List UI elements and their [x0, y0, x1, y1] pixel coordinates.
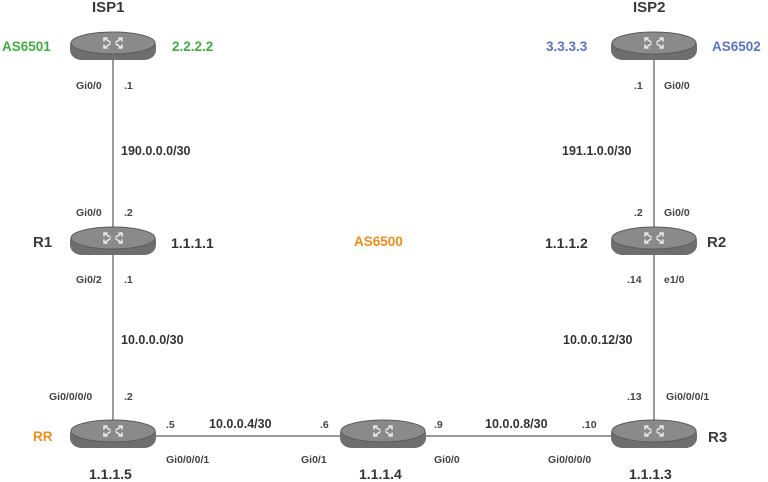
router-isp2-icon[interactable] [610, 31, 698, 61]
rr-top-host-ip: .2 [124, 391, 133, 403]
rr-top-interface: Gi0/0/0/0 [49, 391, 93, 403]
r2-top-interface: Gi0/0 [664, 207, 690, 219]
r4-right-interface: Gi0/0 [434, 454, 460, 466]
link-label-isp1-r1: 190.0.0.0/30 [121, 144, 191, 158]
r2-bottom-host-ip: .14 [627, 274, 642, 286]
router-r2-icon[interactable] [610, 226, 698, 256]
link-label-rr-r4: 10.0.0.4/30 [209, 417, 272, 431]
router-isp1-icon[interactable] [69, 31, 157, 61]
r1-top-interface: Gi0/0 [76, 207, 102, 219]
r2-top-host-ip: .2 [634, 207, 643, 219]
isp1-as-number: AS6501 [2, 39, 51, 54]
rr-name: RR [33, 429, 53, 444]
center-as-number: AS6500 [354, 234, 403, 249]
r1-router-id: 1.1.1.1 [171, 235, 214, 251]
rr-right-interface: Gi0/0/0/1 [166, 454, 210, 466]
isp1-router-id: 2.2.2.2 [172, 39, 214, 54]
r4-right-host-ip: .9 [434, 419, 443, 431]
isp1-name: ISP1 [92, 0, 125, 16]
isp2-interface: Gi0/0 [664, 80, 690, 92]
router-r1-icon[interactable] [69, 226, 157, 256]
link-label-r2-r3: 10.0.0.12/30 [563, 333, 633, 347]
link-label-r4-r3: 10.0.0.8/30 [485, 417, 548, 431]
isp2-router-id: 3.3.3.3 [546, 39, 588, 54]
link-label-r1-rr: 10.0.0.0/30 [121, 333, 184, 347]
r3-left-interface: Gi0/0/0/0 [548, 454, 592, 466]
r1-bottom-host-ip: .1 [124, 274, 133, 286]
router-r3-icon[interactable] [610, 419, 698, 449]
router-rr-icon[interactable] [69, 419, 157, 449]
r1-name: R1 [33, 234, 53, 251]
links [112, 60, 655, 437]
r4-router-id: 1.1.1.4 [359, 466, 402, 482]
r3-top-interface: Gi0/0/0/1 [666, 391, 710, 403]
link-label-isp2-r2: 191.1.0.0/30 [562, 144, 632, 158]
r4-left-host-ip: .6 [320, 419, 329, 431]
isp2-name: ISP2 [633, 0, 666, 16]
r2-router-id: 1.1.1.2 [545, 235, 588, 251]
r1-bottom-interface: Gi0/2 [76, 274, 102, 286]
isp1-interface: Gi0/0 [76, 80, 102, 92]
rr-right-host-ip: .5 [166, 419, 175, 431]
r2-name: R2 [707, 234, 727, 251]
r4-left-interface: Gi0/1 [301, 454, 327, 466]
r2-bottom-interface: e1/0 [664, 274, 685, 286]
rr-router-id: 1.1.1.5 [89, 466, 132, 482]
r3-name: R3 [708, 429, 728, 446]
isp1-host-ip: .1 [124, 80, 133, 92]
r3-top-host-ip: .13 [627, 391, 642, 403]
isp2-host-ip: .1 [634, 80, 643, 92]
r1-top-host-ip: .2 [124, 207, 133, 219]
r3-router-id: 1.1.1.3 [629, 466, 672, 482]
isp2-as-number: AS6502 [712, 39, 761, 54]
r3-left-host-ip: .10 [582, 419, 597, 431]
router-r4-icon[interactable] [339, 419, 427, 449]
